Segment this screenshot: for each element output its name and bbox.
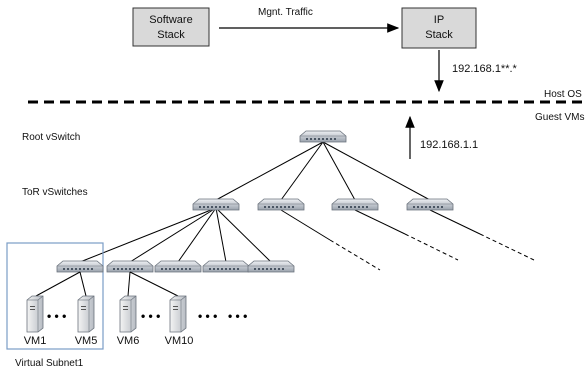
vm6-label: VM6 xyxy=(117,335,140,347)
vm10-label: VM10 xyxy=(165,335,194,347)
tor-vswitch-icon xyxy=(331,198,379,211)
root-ip-label: 192.168.1.1 xyxy=(420,139,478,151)
subnet-vswitch-icon xyxy=(154,260,202,273)
vm-ellipsis: • • • xyxy=(47,309,66,323)
vm-ellipsis: • • • xyxy=(198,309,217,323)
vm1-server-icon xyxy=(26,295,44,333)
vm6-server-icon xyxy=(119,295,137,333)
software-stack-line2: Stack xyxy=(157,29,185,41)
tor-continuation-links xyxy=(280,209,535,271)
switch-to-vm-links xyxy=(35,271,179,297)
root-to-tor-links xyxy=(215,141,431,201)
subnet-vswitch-icon xyxy=(247,260,295,273)
software-stack-line1: Software xyxy=(149,14,192,26)
ip-stack-line1: IP xyxy=(434,14,444,26)
subnet-vswitch-icon xyxy=(106,260,154,273)
tor-vswitches-label: ToR vSwitches xyxy=(22,187,88,198)
mgmt-traffic-label: Mgnt. Traffic xyxy=(258,7,313,18)
vm1-label: VM1 xyxy=(24,335,47,347)
vm-ellipsis: • • • xyxy=(141,309,160,323)
vm5-label: VM5 xyxy=(75,335,98,347)
tor-vswitch-icon xyxy=(257,198,305,211)
vm5-server-icon xyxy=(77,295,95,333)
software-stack-box: Software Stack xyxy=(132,7,210,47)
root-vswitch-label: Root vSwitch xyxy=(22,132,80,143)
host-os-label: Host OS xyxy=(544,89,582,100)
ip-range-label: 192.168.1**.* xyxy=(452,63,518,75)
root-vswitch-icon xyxy=(299,130,347,143)
subnet-vswitch-icon xyxy=(56,260,104,273)
vm-ellipsis: • • • xyxy=(228,309,247,323)
ip-stack-box: IP Stack xyxy=(401,7,477,49)
tor-vswitch-icon xyxy=(406,198,454,211)
ip-stack-line2: Stack xyxy=(425,29,453,41)
virtual-subnet-box xyxy=(6,242,104,350)
guest-vms-label: Guest VMs xyxy=(535,112,584,123)
tor-to-subnet-links xyxy=(79,207,272,263)
virtual-subnet-label: Virtual Subnet1 xyxy=(15,358,84,369)
subnet-vswitch-icon xyxy=(202,260,250,273)
vm10-server-icon xyxy=(169,295,187,333)
tor-vswitch-icon xyxy=(192,198,240,211)
